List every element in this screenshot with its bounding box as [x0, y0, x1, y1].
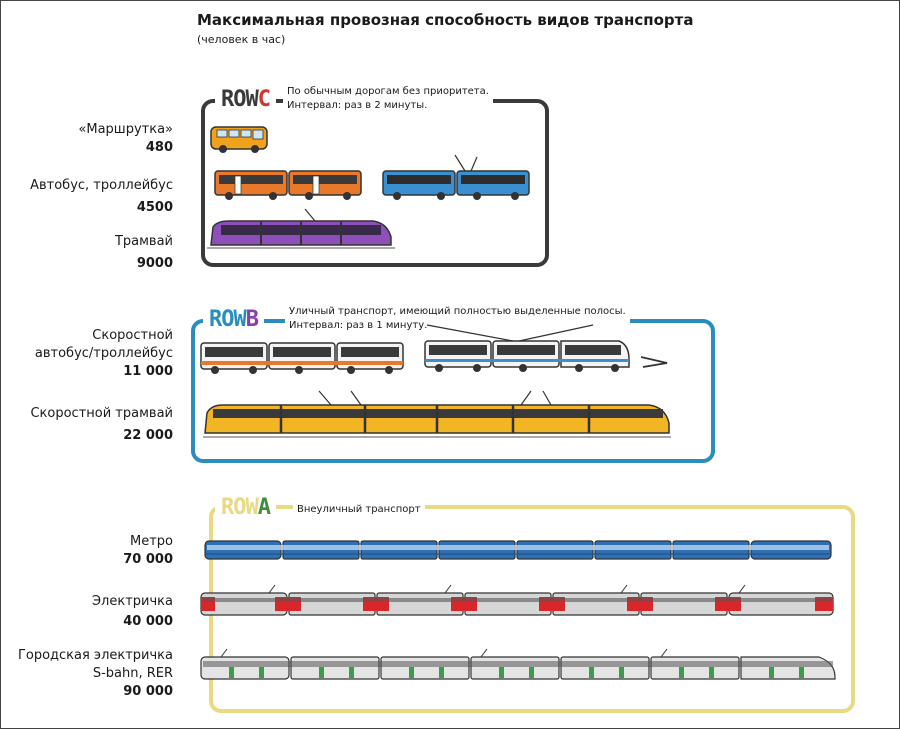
row-c-note: По обычным дорогам без приоритета.Интерв… — [283, 85, 493, 113]
page-subtitle: (человек в час) — [197, 33, 286, 46]
trolleybus-blue-illustration — [382, 154, 530, 200]
tram-purple-illustration — [207, 208, 395, 249]
row-b-note: Уличный транспорт, имеющий полностью выд… — [285, 305, 630, 333]
row-a-tag: ROWA — [215, 495, 276, 520]
page-title: Максимальная провозная способность видов… — [197, 11, 694, 29]
minibus-illustration — [210, 126, 268, 153]
sbahn-train-illustration — [200, 648, 836, 680]
brt-trolleybus-illustration — [424, 324, 668, 372]
row-a-note: Внеуличный транспорт — [293, 503, 425, 517]
row-b-tag: ROWB — [203, 307, 264, 332]
label-minibus: «Маршрутка»480 — [78, 122, 173, 155]
row-c-tag: ROWC — [215, 87, 276, 112]
bus-orange-illustration — [214, 170, 362, 200]
lrt-tram-illustration — [203, 390, 671, 438]
elektrichka-train-illustration — [200, 584, 834, 616]
metro-train-illustration — [204, 540, 832, 560]
brt-bus-illustration — [200, 342, 404, 374]
